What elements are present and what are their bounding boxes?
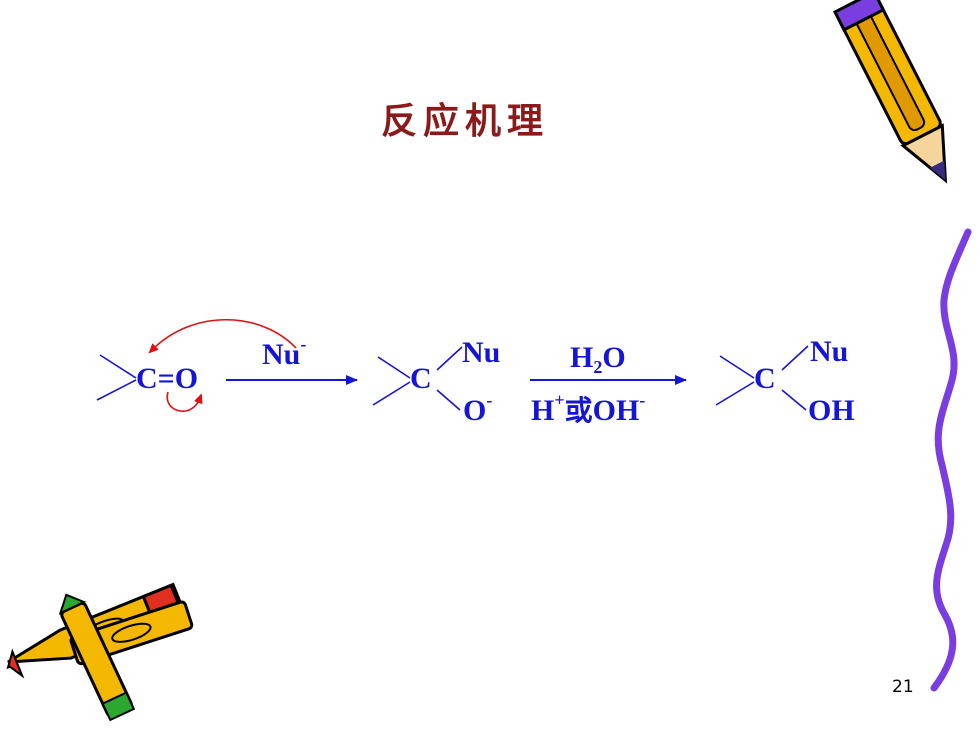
reactant-double-bond: = [157,362,175,395]
slide-title: 反应机理 [380,101,549,142]
reactant-oxygen: O [174,362,199,395]
reactant-carbonyl: C=O [136,364,198,394]
product-oh: OH [808,394,855,427]
intermediate-oxygen: O [463,394,487,427]
water-h: H [570,341,594,374]
intermediate-nu: Nu [462,336,501,369]
condition-acid-or-base: H+或OH- [531,391,645,427]
page-number: 21 [892,677,914,697]
base-oh: OH [592,394,640,427]
crossed-pencils-icon [6,582,194,722]
pencil-icon [832,0,948,184]
product-nu: Nu [810,335,849,368]
product-carbon: C [754,362,776,395]
intermediate-oxygen-charge: - [486,390,493,410]
intermediate-oxide: O- [463,391,492,427]
or-word: 或 [564,394,593,427]
reagent-nu-charge: - [300,334,307,354]
product-bonds [715,345,809,411]
acid-h: H [531,394,555,427]
intermediate-bonds [372,346,463,411]
acid-charge: + [554,390,565,410]
base-charge: - [639,390,646,410]
water-subscript: 2 [593,357,603,377]
reactant-bonds [96,354,137,401]
water-o: O [602,341,626,374]
curved-arrow-nucleophile [148,318,297,354]
reagent-nucleophile: Nu- [262,335,306,371]
curved-arrow-pi-bond [166,391,203,412]
condition-water: H2O [570,341,626,377]
reactant-carbon: C [136,362,158,395]
squiggle-line-icon [930,228,972,692]
reagent-nu: Nu [262,338,301,371]
intermediate-carbon: C [410,362,432,395]
